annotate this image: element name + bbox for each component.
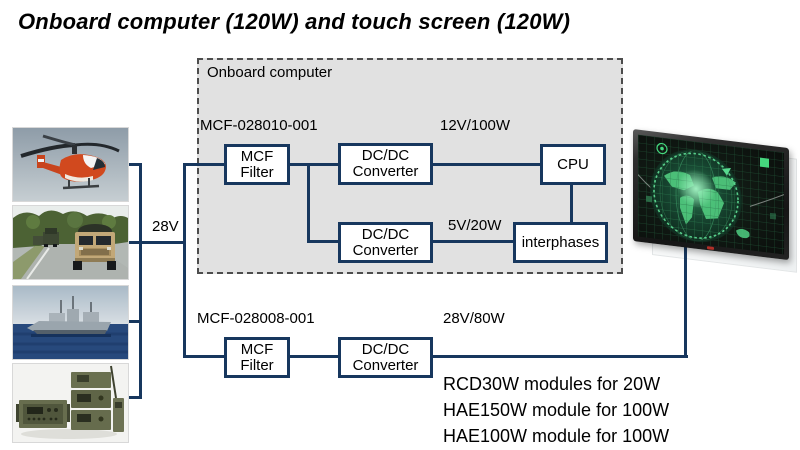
photo-helicopter bbox=[12, 127, 129, 202]
label-part-number-bottom: MCF-028008-001 bbox=[197, 310, 315, 327]
block-mcf-filter-top: MCF Filter bbox=[224, 144, 290, 185]
module-line-3: HAE100W module for 100W bbox=[443, 426, 670, 446]
label-bus-28v: 28V bbox=[152, 218, 179, 235]
wire-distribution-bus bbox=[183, 163, 186, 358]
radar-display bbox=[638, 134, 784, 255]
wire-helicopter-stub bbox=[128, 163, 142, 166]
label-part-number-top: MCF-028010-001 bbox=[200, 117, 318, 134]
wire-top-feed bbox=[183, 163, 227, 166]
wire-ship-stub bbox=[128, 320, 142, 323]
helicopter-image bbox=[13, 128, 128, 201]
page-title: Onboard computer (120W) and touch screen… bbox=[18, 9, 571, 34]
wire-radio-stub bbox=[128, 396, 142, 399]
wire-dcdc2-to-interphases bbox=[431, 240, 515, 243]
photo-military-convoy bbox=[12, 205, 129, 280]
module-line-2: HAE150W module for 100W bbox=[443, 400, 670, 420]
wire-screen-drop bbox=[684, 240, 687, 358]
block-dcdc-converter-1: DC/DC Converter bbox=[338, 143, 433, 185]
block-dcdc-converter-3: DC/DC Converter bbox=[338, 337, 433, 378]
wire-photo-bus bbox=[139, 163, 142, 399]
power-led bbox=[707, 246, 714, 250]
wire-bottom-feed bbox=[183, 355, 227, 358]
photo-field-radio bbox=[12, 363, 129, 443]
module-line-1: RCD30W modules for 20W bbox=[443, 374, 661, 394]
block-mcf-filter-bottom: MCF Filter bbox=[224, 337, 290, 378]
radio-equipment-image bbox=[13, 364, 128, 442]
wire-dcdc1-to-cpu bbox=[431, 163, 542, 166]
wire-mcf1-out bbox=[288, 163, 340, 166]
block-cpu: CPU bbox=[540, 144, 606, 185]
block-dcdc-converter-2: DC/DC Converter bbox=[338, 222, 433, 263]
label-power-28v: 28V/80W bbox=[443, 310, 505, 327]
wire-bus-feed bbox=[128, 241, 186, 244]
touch-screen-monitor bbox=[633, 129, 789, 261]
block-interphases: interphases bbox=[513, 222, 608, 263]
wire-mcf2-out bbox=[288, 355, 341, 358]
wire-branch-down bbox=[307, 163, 310, 243]
label-power-5v: 5V/20W bbox=[448, 217, 502, 234]
photo-navy-ship bbox=[12, 285, 129, 360]
ship-image bbox=[13, 286, 128, 359]
panel-label: Onboard computer bbox=[207, 64, 333, 81]
module-list: RCD30W modules for 20W HAE150W module fo… bbox=[443, 371, 669, 449]
wire-cpu-to-interphases bbox=[570, 183, 573, 224]
wire-dcdc-to-screen bbox=[431, 355, 688, 358]
label-power-12v: 12V/100W bbox=[440, 117, 511, 134]
wire-branch-to-dcdc2 bbox=[307, 240, 340, 243]
convoy-image bbox=[13, 206, 128, 279]
